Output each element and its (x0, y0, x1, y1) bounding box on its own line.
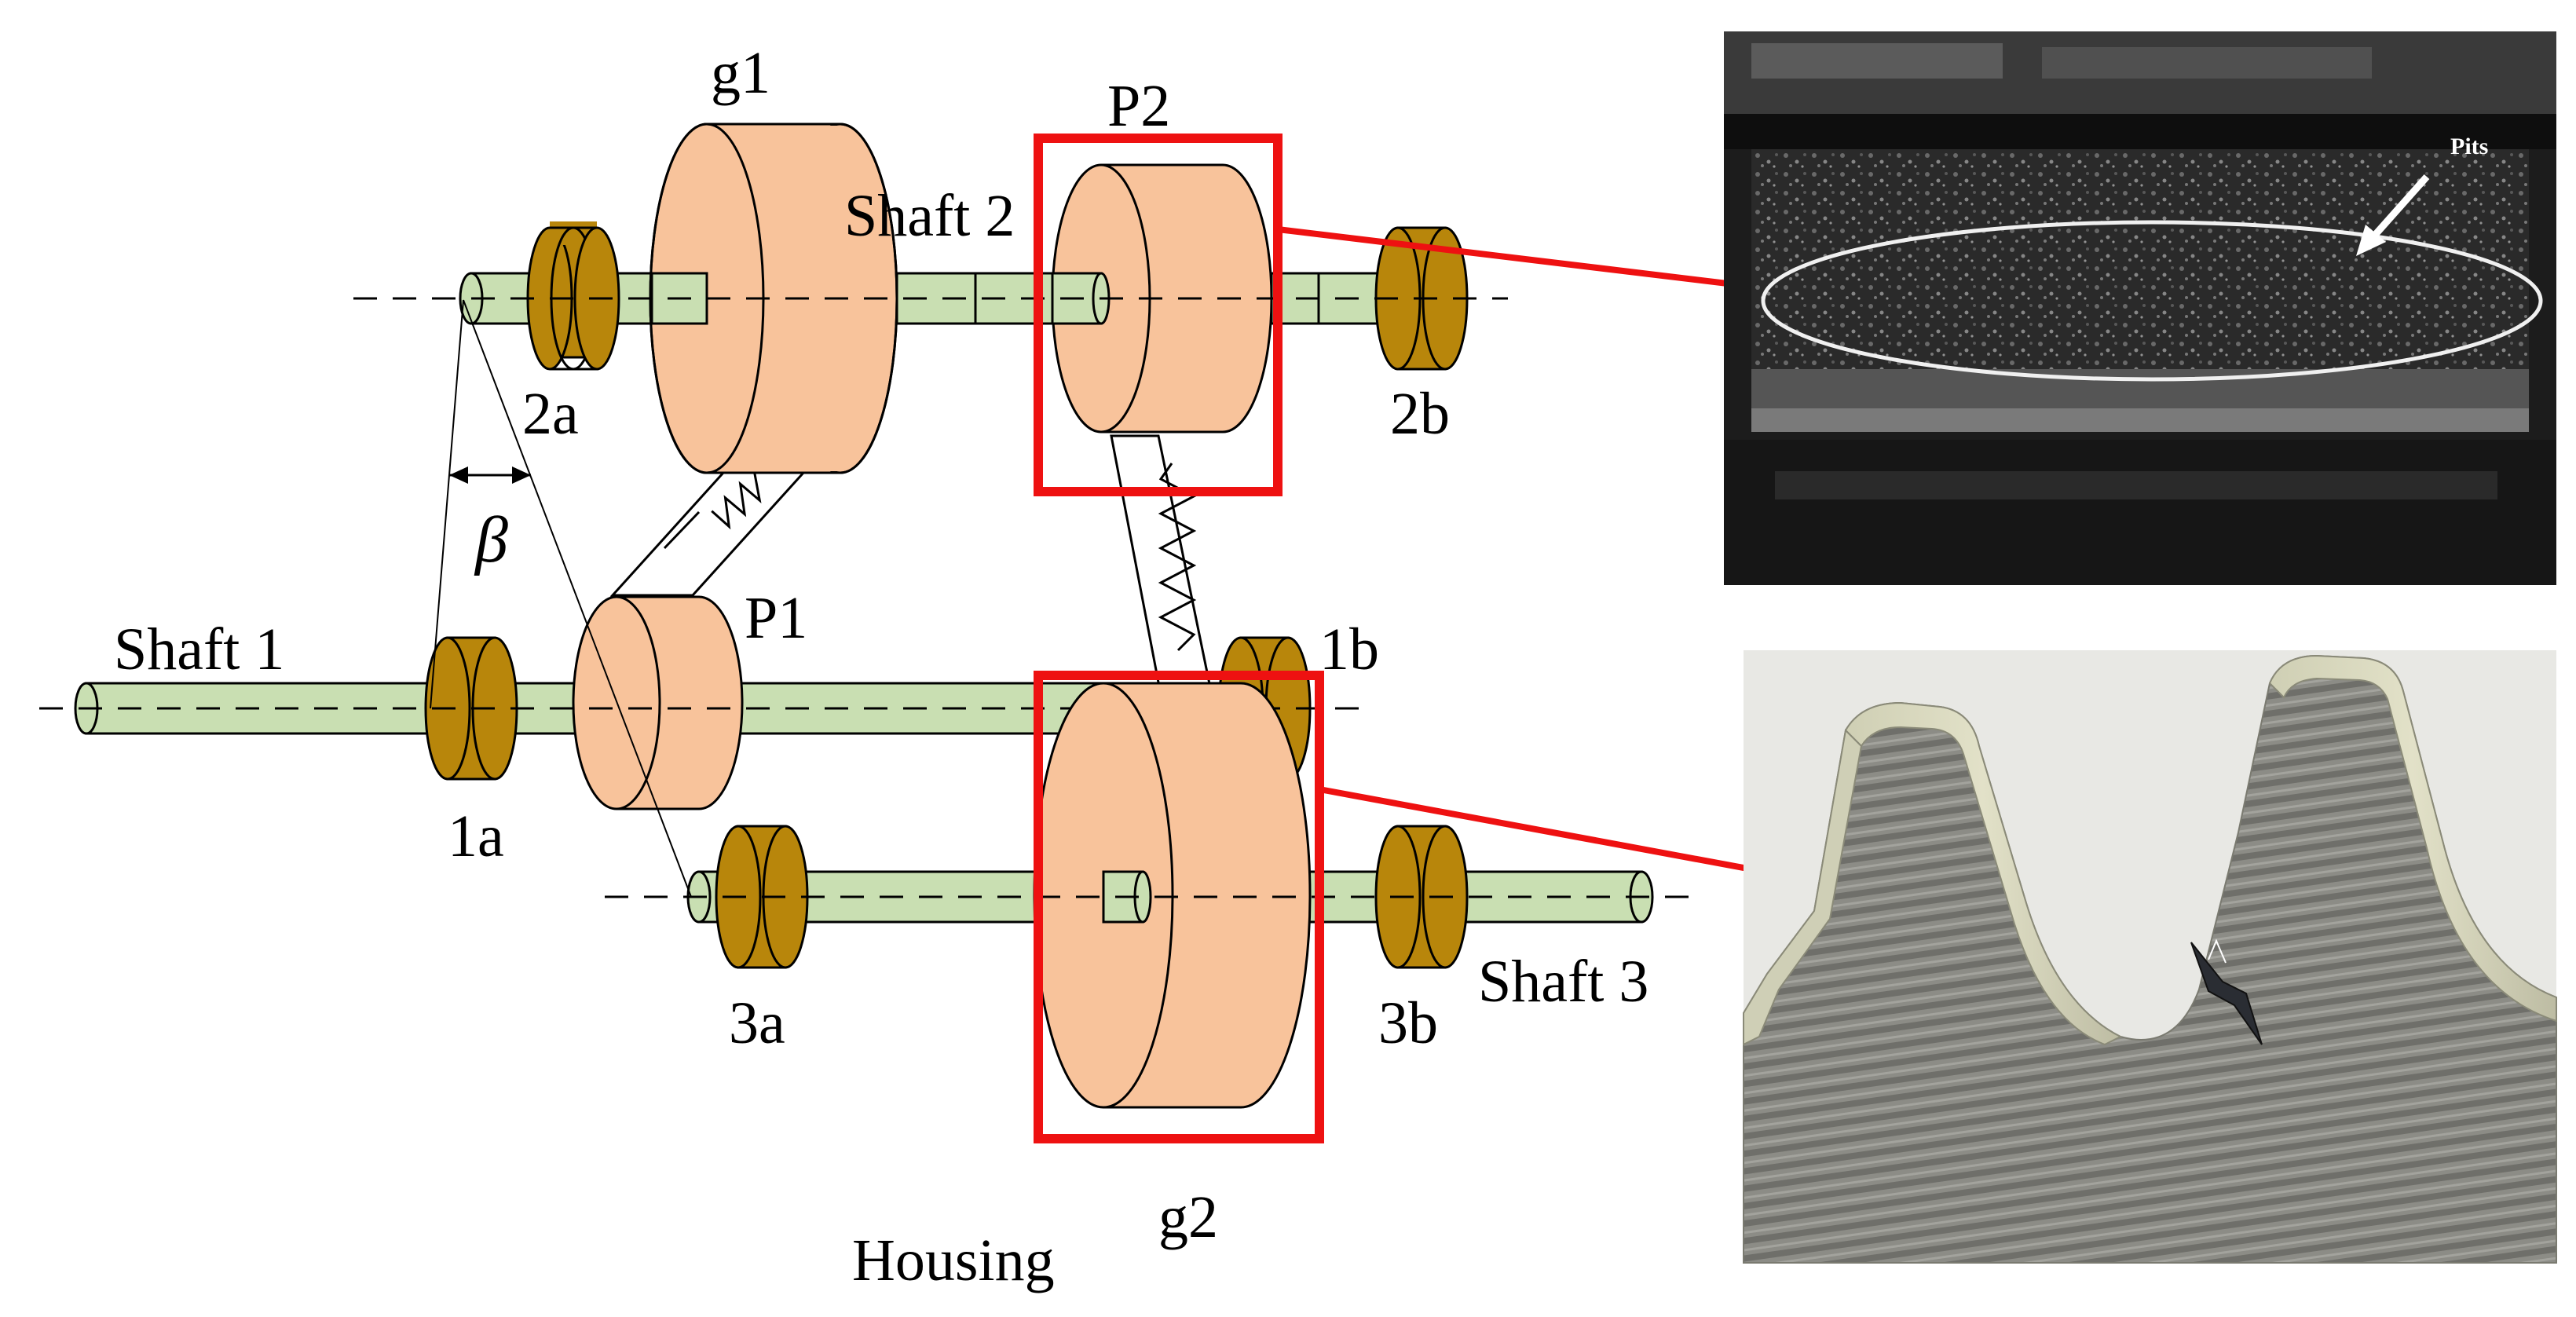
label-bearing-3b: 3b (1378, 990, 1438, 1056)
gear-g2 (1033, 682, 1312, 1109)
label-bearing-2a: 2a (522, 381, 579, 447)
tooth-crack (2190, 942, 2263, 1045)
pinion-p1 (572, 595, 744, 810)
label-beta: β (474, 503, 508, 576)
bearing-3b (1374, 825, 1469, 969)
label-shaft-3: Shaft 3 (1478, 949, 1648, 1015)
label-shaft-1: Shaft 1 (114, 616, 284, 682)
highlight-box-g2 (1034, 671, 1324, 1143)
tilt-angle-indicator (430, 299, 692, 898)
pits-label: Pits (2450, 134, 2488, 159)
label-bearing-1a: 1a (448, 803, 504, 869)
label-shaft-2: Shaft 2 (844, 183, 1015, 249)
label-bearing-1b: 1b (1319, 616, 1379, 682)
label-g2: g2 (1158, 1184, 1218, 1250)
photo-tooth-pitting: Pits (1724, 31, 2556, 585)
shaft-2-assembly (353, 123, 1508, 474)
label-p1: P1 (745, 585, 807, 651)
mesh-g1-p1 (609, 463, 814, 597)
label-housing: Housing (852, 1227, 1055, 1293)
bearing-2a (526, 221, 620, 371)
label-bearing-3a: 3a (729, 990, 785, 1056)
highlight-box-p2 (1034, 134, 1283, 496)
pitting-region-ellipse (1761, 220, 2543, 382)
label-bearing-2b: 2b (1390, 381, 1450, 447)
photo-tooth-crack (1743, 650, 2557, 1264)
label-p2: P2 (1107, 73, 1170, 139)
shaft-3-assembly (605, 682, 1696, 1109)
label-g1: g1 (711, 40, 770, 106)
